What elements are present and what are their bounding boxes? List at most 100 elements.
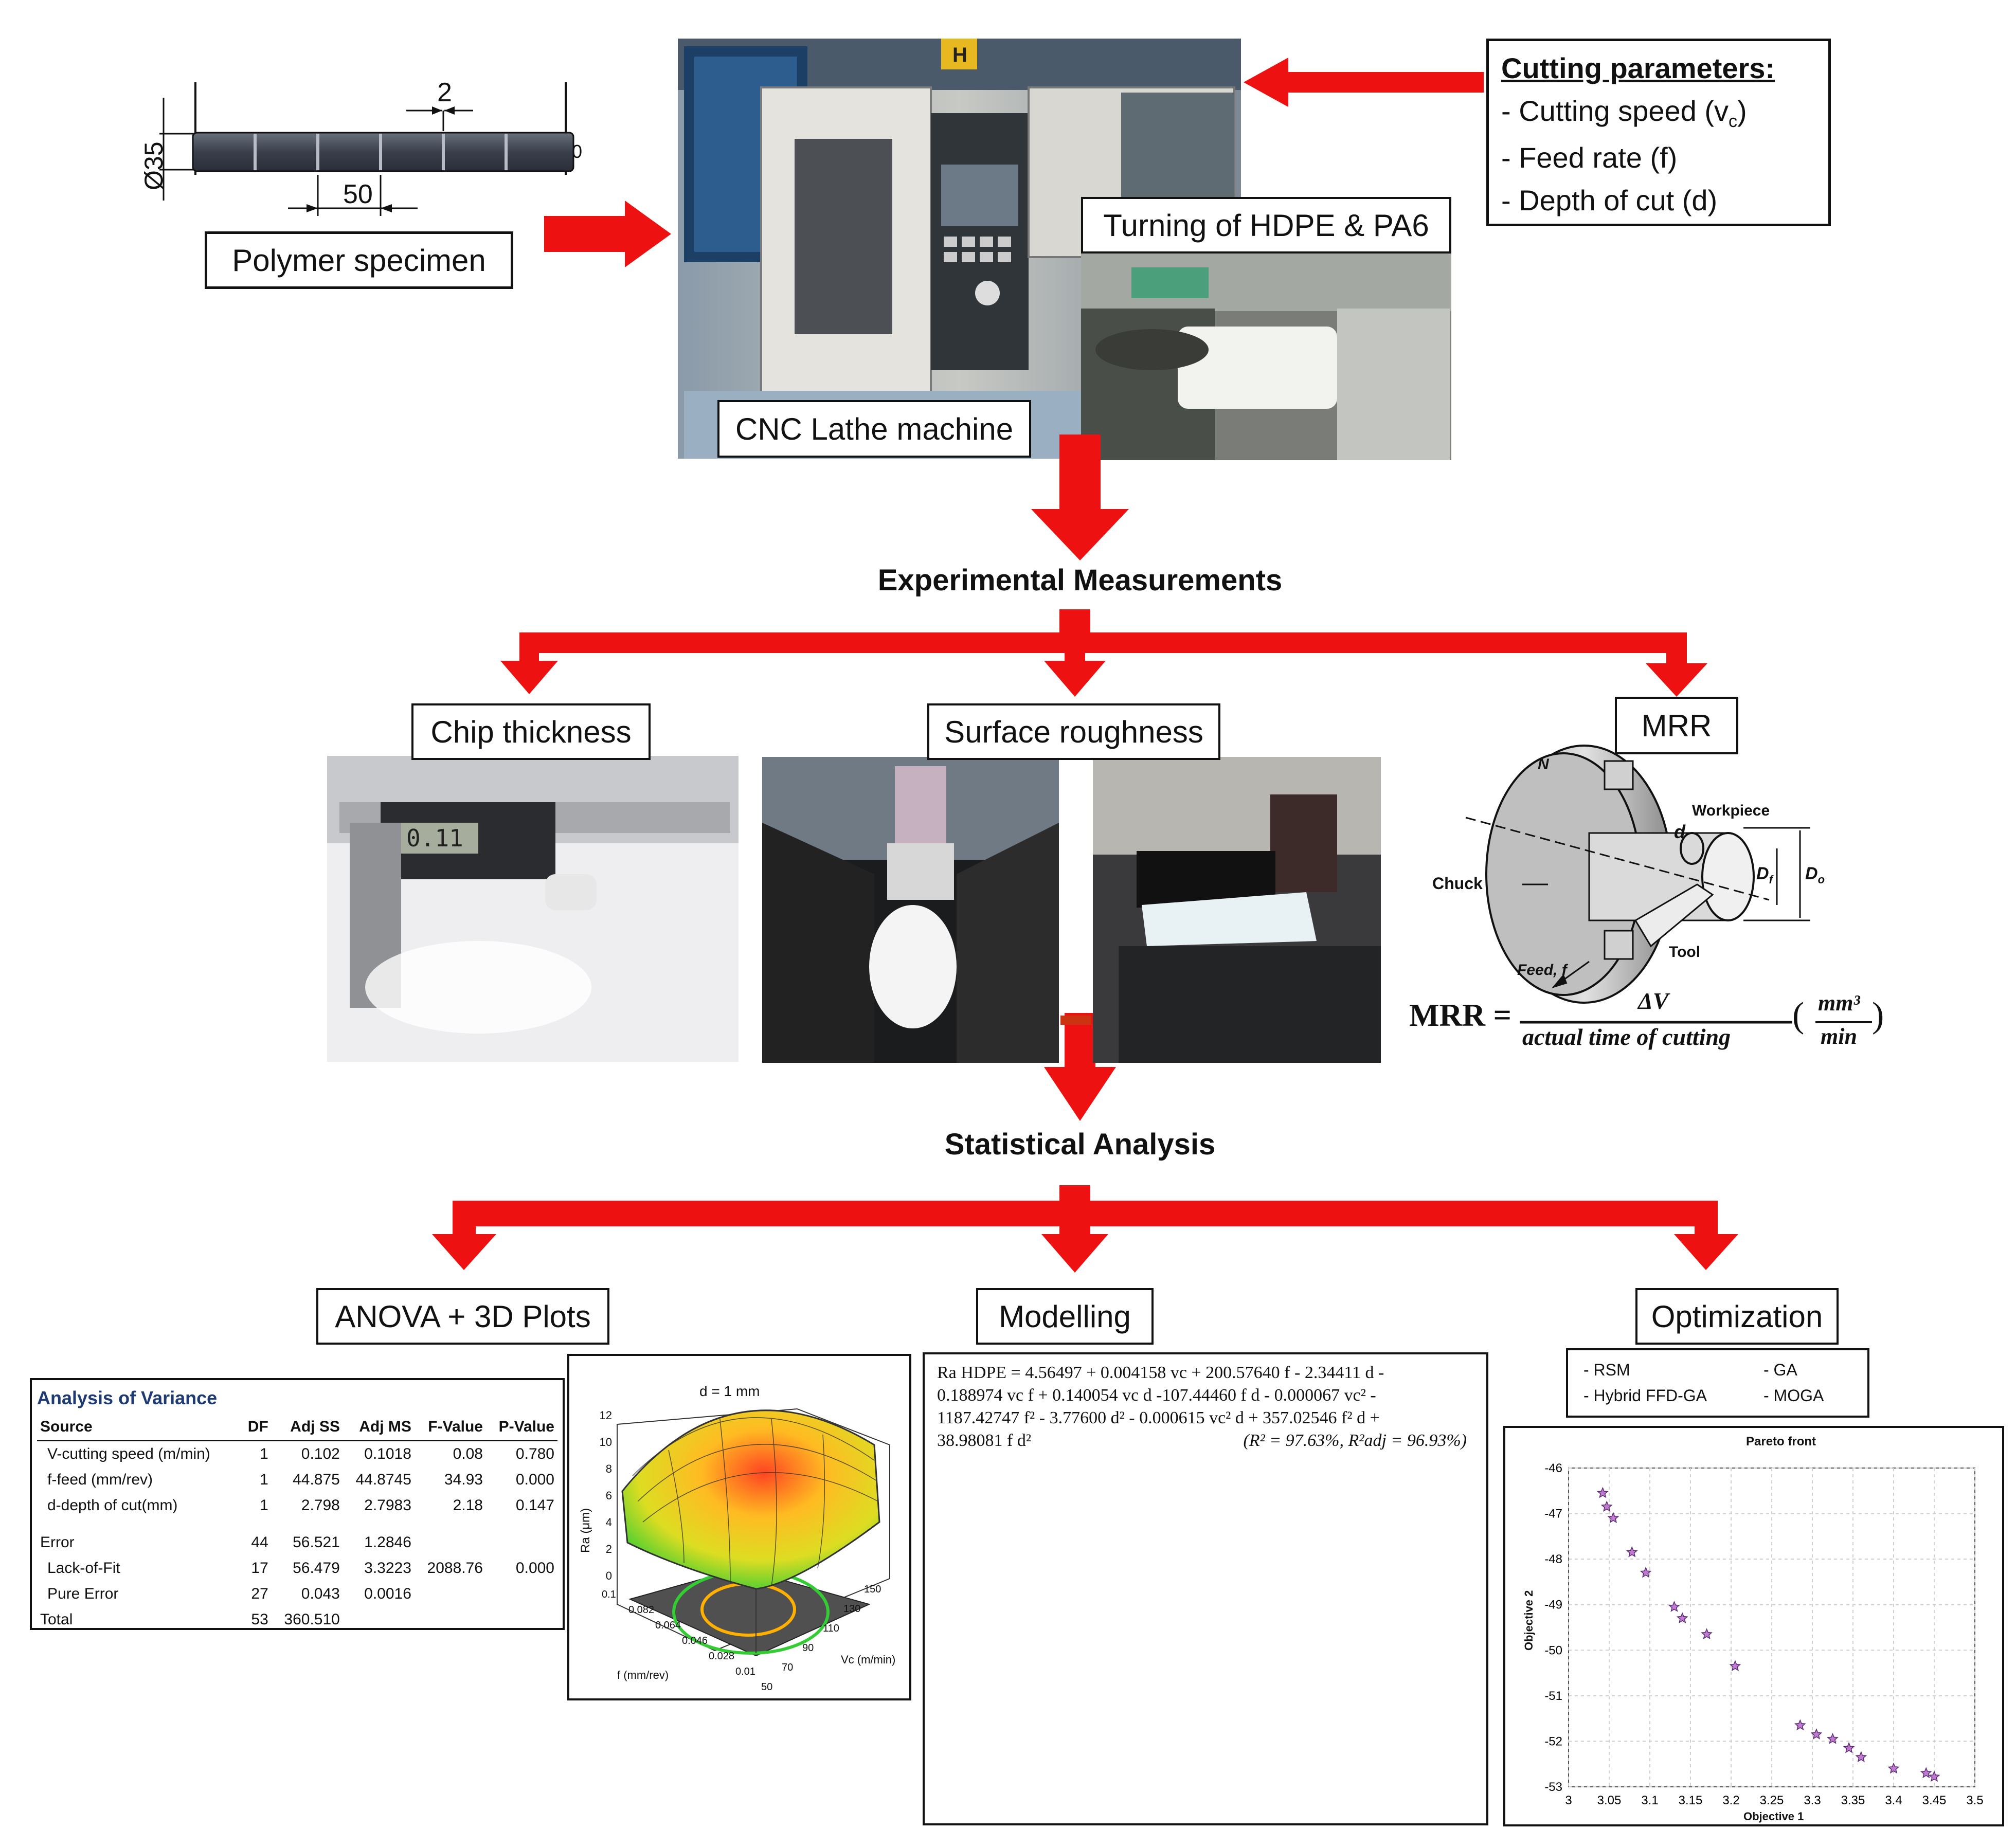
mrr-units-close-paren: ) bbox=[1872, 995, 1884, 1035]
pareto-xlabel: Objective 1 bbox=[1743, 1810, 1804, 1823]
arrow-to-stats-head bbox=[1044, 1067, 1116, 1121]
specimen-diameter-dim: Ø35 bbox=[139, 141, 168, 190]
arrow-to-chip bbox=[500, 632, 558, 694]
specimen-length-dim: 50 bbox=[343, 179, 373, 209]
x-tick-label: 0.01 bbox=[735, 1666, 755, 1677]
anova-col-df: DF bbox=[240, 1414, 272, 1441]
anova-header-row: Source DF Adj SS Adj MS F-Value P-Value bbox=[37, 1414, 557, 1441]
mrr-label: MRR bbox=[1615, 697, 1738, 754]
specimen-label: Polymer specimen bbox=[205, 231, 513, 289]
mrr-turning-schematic bbox=[1465, 745, 1810, 1004]
specimen-groove-dim: 2 bbox=[437, 78, 452, 107]
y-tick-label: -48 bbox=[1544, 1552, 1562, 1566]
mrr-feed-label: Feed, f bbox=[1517, 962, 1567, 979]
arrow-specimen-to-lathe bbox=[544, 201, 671, 267]
x-tick-label: 3.2 bbox=[1722, 1794, 1739, 1807]
param-depth-of-cut: - Depth of cut (d) bbox=[1501, 184, 1718, 217]
model-fit-stats: (R² = 97.63%, R²adj = 96.93%) bbox=[1243, 1431, 1467, 1450]
x-tick-label: 0.1 bbox=[602, 1589, 616, 1600]
pareto-point bbox=[1600, 1500, 1613, 1512]
z-tick-label: 0 bbox=[605, 1569, 612, 1582]
y-tick-label: 110 bbox=[823, 1623, 839, 1634]
arrow-to-optimization bbox=[1674, 1201, 1738, 1270]
table-cell: 0.0016 bbox=[364, 1585, 411, 1602]
pareto-point bbox=[1676, 1612, 1688, 1623]
table-cell bbox=[343, 1607, 415, 1633]
table-cell: 3.3223 bbox=[364, 1560, 411, 1577]
surface-plot-zlabel: Ra (μm) bbox=[579, 1508, 592, 1553]
x-tick-label: 3.45 bbox=[1922, 1794, 1947, 1807]
mrr-workpiece-label: Workpiece bbox=[1692, 802, 1770, 819]
anova-col-pvalue: P-Value bbox=[485, 1414, 557, 1441]
anova-grid: Source DF Adj SS Adj MS F-Value P-Value … bbox=[37, 1414, 557, 1633]
branch-bar-1 bbox=[519, 632, 1687, 653]
table-row: d-depth of cut(mm) 1 2.798 2.7983 2.18 0… bbox=[37, 1493, 557, 1518]
model-equation-line-1: Ra HDPE = 4.56497 + 0.004158 vc + 200.57… bbox=[937, 1363, 1384, 1382]
caliper-display: 0.11 bbox=[406, 824, 463, 852]
mrr-chuck-label: Chuck bbox=[1432, 874, 1483, 893]
mrr-units-open-paren: ( bbox=[1792, 995, 1805, 1035]
table-cell: 0.102 bbox=[301, 1445, 340, 1462]
optimization-label: Optimization bbox=[1635, 1288, 1839, 1345]
x-tick-label: 3.15 bbox=[1679, 1794, 1703, 1807]
table-cell bbox=[486, 1581, 557, 1607]
table-cell: 27 bbox=[251, 1585, 268, 1602]
modelling-box: Ra HDPE = 4.56497 + 0.004158 vc + 200.57… bbox=[923, 1352, 1488, 1825]
y-tick-label: -50 bbox=[1544, 1643, 1562, 1657]
y-tick-label: -46 bbox=[1544, 1461, 1562, 1475]
table-cell: d-depth of cut(mm) bbox=[47, 1497, 178, 1514]
model-equation-line-3: 1187.42747 f² - 3.77600 d² - 0.000615 vc… bbox=[937, 1408, 1380, 1427]
table-cell: 0.08 bbox=[453, 1445, 483, 1462]
table-row: f-feed (mm/rev) 1 44.875 44.8745 34.93 0… bbox=[37, 1467, 557, 1493]
pareto-point bbox=[1668, 1601, 1680, 1612]
x-tick-label: 3.35 bbox=[1841, 1794, 1865, 1807]
y-tick-label: -49 bbox=[1544, 1598, 1562, 1612]
anova-col-adjms: Adj MS bbox=[343, 1414, 415, 1441]
table-cell: 17 bbox=[251, 1560, 268, 1577]
table-cell: 44.8745 bbox=[355, 1471, 411, 1488]
y-tick-label: 70 bbox=[782, 1662, 794, 1673]
method-moga: - MOGA bbox=[1763, 1386, 1824, 1405]
pareto-point bbox=[1887, 1762, 1900, 1774]
modelling-label: Modelling bbox=[976, 1288, 1154, 1345]
anova-col-fvalue: F-Value bbox=[414, 1414, 486, 1441]
model-equation-line-4: 38.98081 f d² (R² = 97.63%, R²adj = 96.9… bbox=[937, 1429, 1467, 1452]
roughness-tester-photo-1 bbox=[762, 757, 1059, 1063]
table-cell: 0.000 bbox=[515, 1560, 554, 1577]
roughness-tester-photo-2 bbox=[1093, 757, 1381, 1063]
arrow-to-roughness bbox=[1044, 643, 1106, 697]
mrr-formula-numerator: ΔV bbox=[1638, 988, 1669, 1014]
surface-roughness-label: Surface roughness bbox=[927, 703, 1220, 760]
mrr-n-label: N bbox=[1538, 756, 1549, 773]
table-cell: 44 bbox=[251, 1534, 268, 1551]
pareto-point bbox=[1626, 1546, 1638, 1558]
method-hybrid-ffd-ga: - Hybrid FFD-GA bbox=[1583, 1386, 1707, 1405]
x-tick-label: 3.05 bbox=[1597, 1794, 1622, 1807]
table-cell: 0.1018 bbox=[364, 1445, 411, 1462]
table-cell: Total bbox=[40, 1611, 73, 1628]
surface-plot-xlabel: f (mm/rev) bbox=[617, 1669, 669, 1681]
table-cell: 53 bbox=[251, 1611, 268, 1628]
param-feed-rate: - Feed rate (f) bbox=[1501, 141, 1678, 174]
pareto-point bbox=[1640, 1566, 1652, 1578]
arrow-lathe-to-measurements bbox=[1031, 434, 1129, 560]
table-cell: 360.510 bbox=[284, 1611, 340, 1628]
photo-separator-accent bbox=[1060, 1016, 1091, 1025]
pareto-point bbox=[1855, 1751, 1867, 1763]
z-tick-label: 8 bbox=[605, 1462, 612, 1475]
x-tick-label: 3.3 bbox=[1804, 1794, 1821, 1807]
table-cell: V-cutting speed (m/min) bbox=[47, 1445, 210, 1462]
pareto-point bbox=[1729, 1660, 1741, 1671]
pareto-point bbox=[1607, 1512, 1619, 1524]
mrr-d-label: d bbox=[1674, 821, 1685, 842]
arrow-to-mrr bbox=[1646, 632, 1707, 697]
surface-plot bbox=[567, 1354, 911, 1700]
z-tick-label: 2 bbox=[605, 1543, 612, 1555]
z-tick-label: 4 bbox=[605, 1516, 612, 1529]
pareto-title: Pareto front bbox=[1746, 1435, 1816, 1448]
